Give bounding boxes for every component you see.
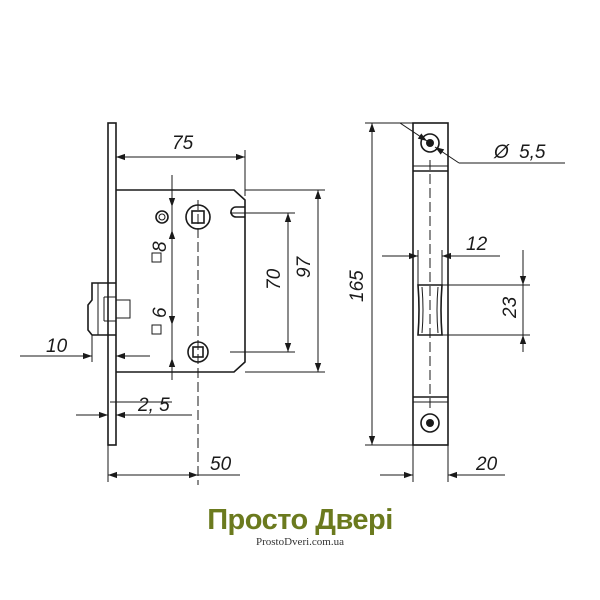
latch-spring xyxy=(115,299,131,319)
brand-logo: Просто Двері xyxy=(207,504,393,536)
screw-hole-bottom xyxy=(420,413,440,433)
square-mark-8 xyxy=(151,252,162,263)
dim-20: 20 xyxy=(475,454,498,475)
dim-6: 6 xyxy=(150,307,171,318)
square-mark-6 xyxy=(151,324,162,335)
diameter-value: 5,5 xyxy=(519,142,546,163)
diameter-symbol: Ø xyxy=(493,142,510,163)
dim-2-5: 2, 5 xyxy=(137,395,170,416)
screw-hole-top xyxy=(420,133,440,153)
dim-8: 8 xyxy=(150,241,171,252)
faceplate-side xyxy=(107,122,117,446)
dim-97: 97 xyxy=(294,255,315,278)
right-view-dimensions: 165 Ø 5,5 12 23 20 xyxy=(347,122,565,482)
screw-hole-top-inner xyxy=(426,139,434,147)
dim-50: 50 xyxy=(210,454,232,475)
dim-75: 75 xyxy=(172,133,194,154)
dim-10: 10 xyxy=(46,336,68,357)
case-slot xyxy=(230,206,245,218)
latch-tongue-inner xyxy=(97,283,116,335)
dim-23: 23 xyxy=(500,296,521,319)
lock-case xyxy=(116,189,246,373)
mount-hole-top-inner xyxy=(158,213,166,221)
mount-hole-top xyxy=(155,210,169,224)
lock-side-view xyxy=(87,122,246,485)
dim-70: 70 xyxy=(264,268,285,290)
dim-12: 12 xyxy=(466,234,488,255)
dim-hole-diameter: Ø 5,5 xyxy=(493,142,546,163)
brand-url: ProstoDveri.com.ua xyxy=(256,536,344,548)
faceplate-front xyxy=(412,122,449,446)
screw-hole-bottom-inner xyxy=(426,419,434,427)
dim-165: 165 xyxy=(347,270,368,302)
latch-tongue xyxy=(87,282,116,336)
left-view-dimensions: 75 70 97 8 6 10 2, 5 50 xyxy=(20,133,325,482)
